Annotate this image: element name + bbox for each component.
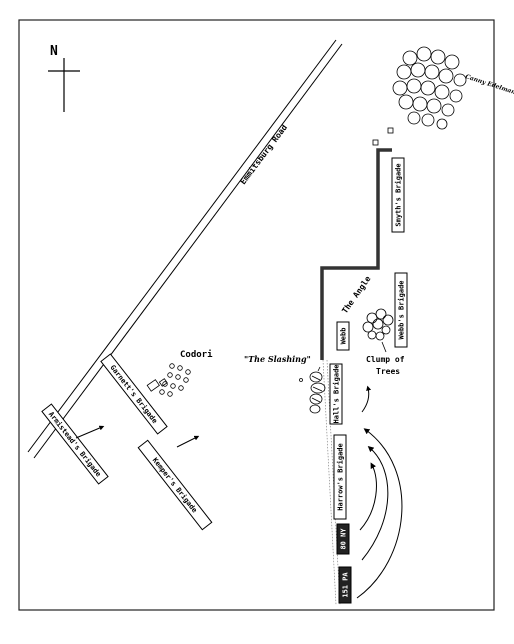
- clump-label-line1: Clump of: [366, 355, 405, 364]
- artist-signature: Canny Edelman '94: [464, 73, 514, 100]
- svg-text:Kemper's Brigade: Kemper's Brigade: [151, 456, 199, 514]
- codori-label: Codori: [180, 349, 213, 360]
- svg-text:Harrow's Brigade: Harrow's Brigade: [337, 443, 345, 510]
- map-frame: [18, 19, 495, 611]
- svg-text:Armistead's Brigade: Armistead's Brigade: [47, 410, 103, 478]
- svg-text:Webb's Brigade: Webb's Brigade: [398, 280, 406, 339]
- slashing-label: "The Slashing": [244, 354, 311, 364]
- north-arrow-icon: [48, 58, 80, 112]
- svg-text:151 PA: 151 PA: [342, 572, 350, 598]
- regiment-151pa: 151 PA: [338, 566, 352, 604]
- stone-wall: [320, 148, 392, 360]
- marker-square: [387, 127, 394, 134]
- svg-text:Webb: Webb: [340, 328, 348, 345]
- brigade-armistead: Armistead's Brigade: [41, 403, 109, 485]
- svg-text:Hall's Brigade: Hall's Brigade: [333, 364, 341, 423]
- slashing-pointer: [317, 366, 321, 372]
- brigade-webb-small: Webb: [336, 321, 350, 351]
- svg-text:80 NY: 80 NY: [340, 528, 348, 550]
- svg-text:Garnett's Brigade: Garnett's Brigade: [108, 364, 158, 425]
- woods-icon: [392, 46, 467, 130]
- clump-of-trees-icon: [362, 308, 394, 341]
- road-label: Emmitsburg Road: [238, 122, 290, 186]
- brigade-hall: Hall's Brigade: [329, 363, 343, 425]
- brigade-harrow: Harrow's Brigade: [333, 434, 347, 520]
- confederate-arrows: [75, 425, 200, 448]
- brigade-kemper: Kemper's Brigade: [137, 439, 213, 531]
- svg-text:Smyth's Brigade: Smyth's Brigade: [395, 163, 403, 226]
- angle-label: The Angle: [340, 274, 372, 315]
- emmitsburg-road: [27, 39, 343, 459]
- brigade-smyth: Smyth's Brigade: [391, 157, 405, 233]
- clump-label-line2: Trees: [376, 367, 400, 376]
- svg-text:Canny Edelman '94: Canny Edelman '94: [464, 73, 514, 100]
- codori-farm-icon: [146, 363, 191, 397]
- regiment-80ny: 80 NY: [336, 523, 350, 555]
- marker-square: [372, 139, 379, 146]
- north-label: N: [50, 44, 58, 59]
- brigade-webb: Webb's Brigade: [394, 272, 408, 348]
- union-arrows: [356, 385, 403, 599]
- small-circle: [299, 378, 303, 382]
- union-line: [322, 359, 341, 606]
- brigade-garnett: Garnett's Brigade: [100, 353, 168, 435]
- clump-pointer: [381, 341, 387, 353]
- slashing-icon: [309, 371, 326, 414]
